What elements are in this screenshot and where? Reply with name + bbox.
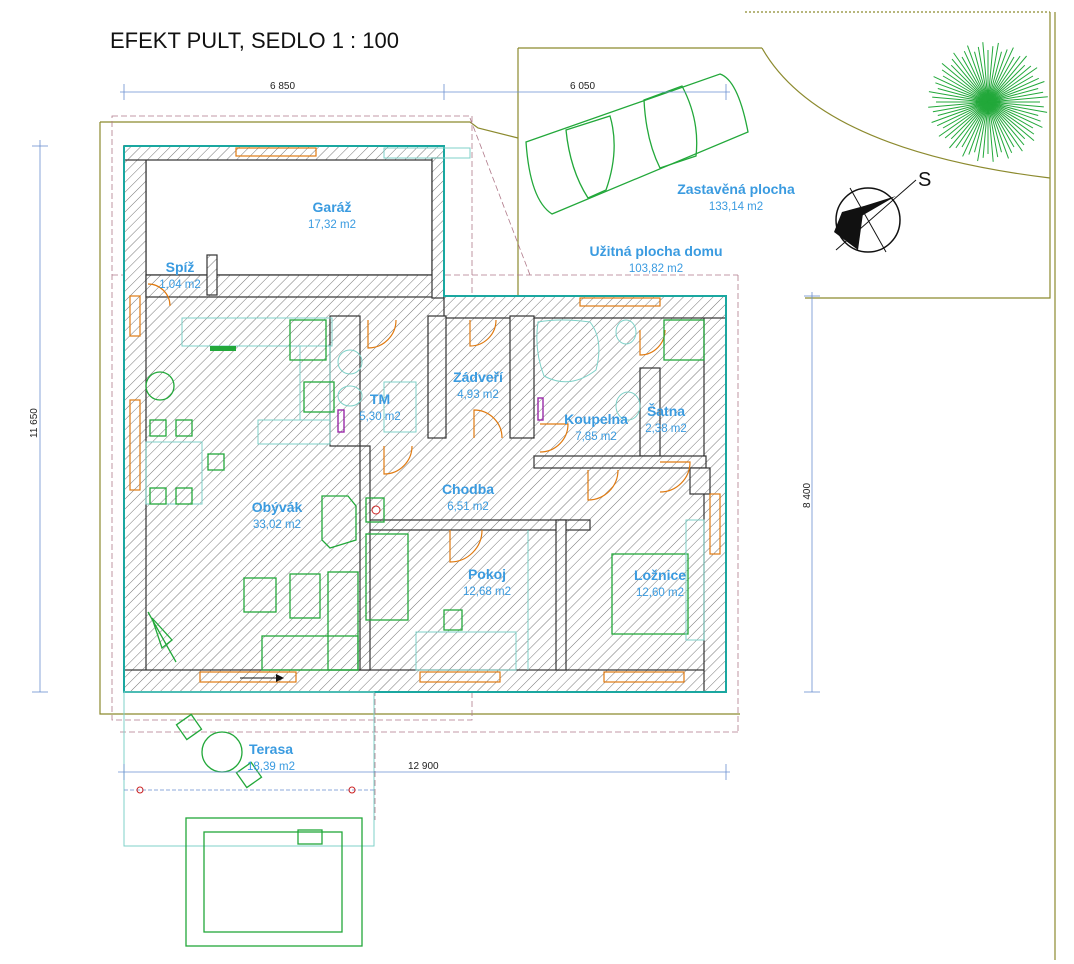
built-up-area-value: 133,14 m2 [709, 201, 763, 213]
west-wall [123, 145, 147, 693]
car [525, 73, 749, 215]
room-area-loznice: 12,60 m2 [636, 587, 684, 599]
room-area-obyvak: 33,02 m2 [253, 519, 301, 531]
tree-icon [928, 42, 1048, 162]
dim-top-right: 6 050 [570, 81, 595, 92]
north-wall-east [443, 295, 727, 319]
room-name-koupelna: Koupelna [564, 411, 628, 427]
walls [123, 145, 727, 693]
dimension-lines [32, 84, 820, 780]
room-area-koupelna: 7,85 m2 [575, 431, 617, 443]
room-area-terasa: 18,39 m2 [247, 761, 295, 773]
arrow-icon [240, 674, 284, 682]
usable-area-value: 103,82 m2 [629, 263, 683, 275]
room-name-chodba: Chodba [442, 481, 494, 497]
dim-top-left: 6 850 [270, 81, 295, 92]
built-up-area-label: Zastavěná plocha [677, 181, 795, 197]
koupelna-south-wall [533, 455, 707, 469]
plot-boundary [99, 11, 1056, 960]
pokoj-east-wall [555, 519, 567, 671]
room-area-pokoj: 12,68 m2 [463, 586, 511, 598]
kitchen-counters [181, 317, 335, 445]
room-name-spiz: Spíž [166, 259, 195, 275]
room-area-spiz: 1,04 m2 [159, 279, 201, 291]
room-area-satna: 2,38 m2 [645, 423, 687, 435]
room-labels: Garáž 17,32 m2 Spíž 1,04 m2 TM 5,30 m2 Z… [159, 181, 795, 773]
garage-east-wall [431, 157, 445, 299]
loznice-pier [689, 467, 711, 495]
dim-left: 11 650 [29, 408, 40, 438]
pool [185, 817, 363, 947]
room-name-pokoj: Pokoj [468, 566, 506, 582]
north-label: S [918, 169, 931, 191]
dim-bottom: 12 900 [408, 761, 439, 772]
room-area-garaz: 17,32 m2 [308, 219, 356, 231]
tm-fixtures [337, 349, 417, 433]
dim-right: 8 400 [802, 483, 813, 508]
living-furniture [147, 495, 385, 671]
bathroom-fixtures [536, 319, 705, 421]
room-name-garaz: Garáž [313, 199, 352, 215]
spiz-wall [206, 254, 218, 296]
usable-area-label: Užitná plocha domu [590, 243, 723, 259]
windows [129, 147, 721, 683]
dining-set [145, 371, 225, 505]
room-area-zadveri: 4,93 m2 [457, 389, 499, 401]
room-area-chodba: 6,51 m2 [447, 501, 489, 513]
bedroom-furniture [365, 519, 705, 671]
tm-west-wall [329, 315, 361, 447]
south-wall [123, 669, 727, 693]
room-name-obyvak: Obývák [252, 499, 303, 515]
tm-east-wall [427, 315, 447, 439]
room-area-tm: 5,30 m2 [359, 411, 401, 423]
room-name-zadveri: Zádveří [453, 369, 504, 385]
room-name-terasa: Terasa [249, 741, 293, 757]
north-arrow-icon [834, 179, 917, 253]
room-name-satna: Šatna [647, 402, 685, 419]
zadveri-east-wall [509, 315, 535, 439]
pokoj-west-wall [359, 445, 371, 671]
room-name-loznice: Ložnice [634, 567, 686, 583]
room-name-tm: TM [370, 391, 390, 407]
drawing-title: EFEKT PULT, SEDLO 1 : 100 [110, 28, 399, 53]
